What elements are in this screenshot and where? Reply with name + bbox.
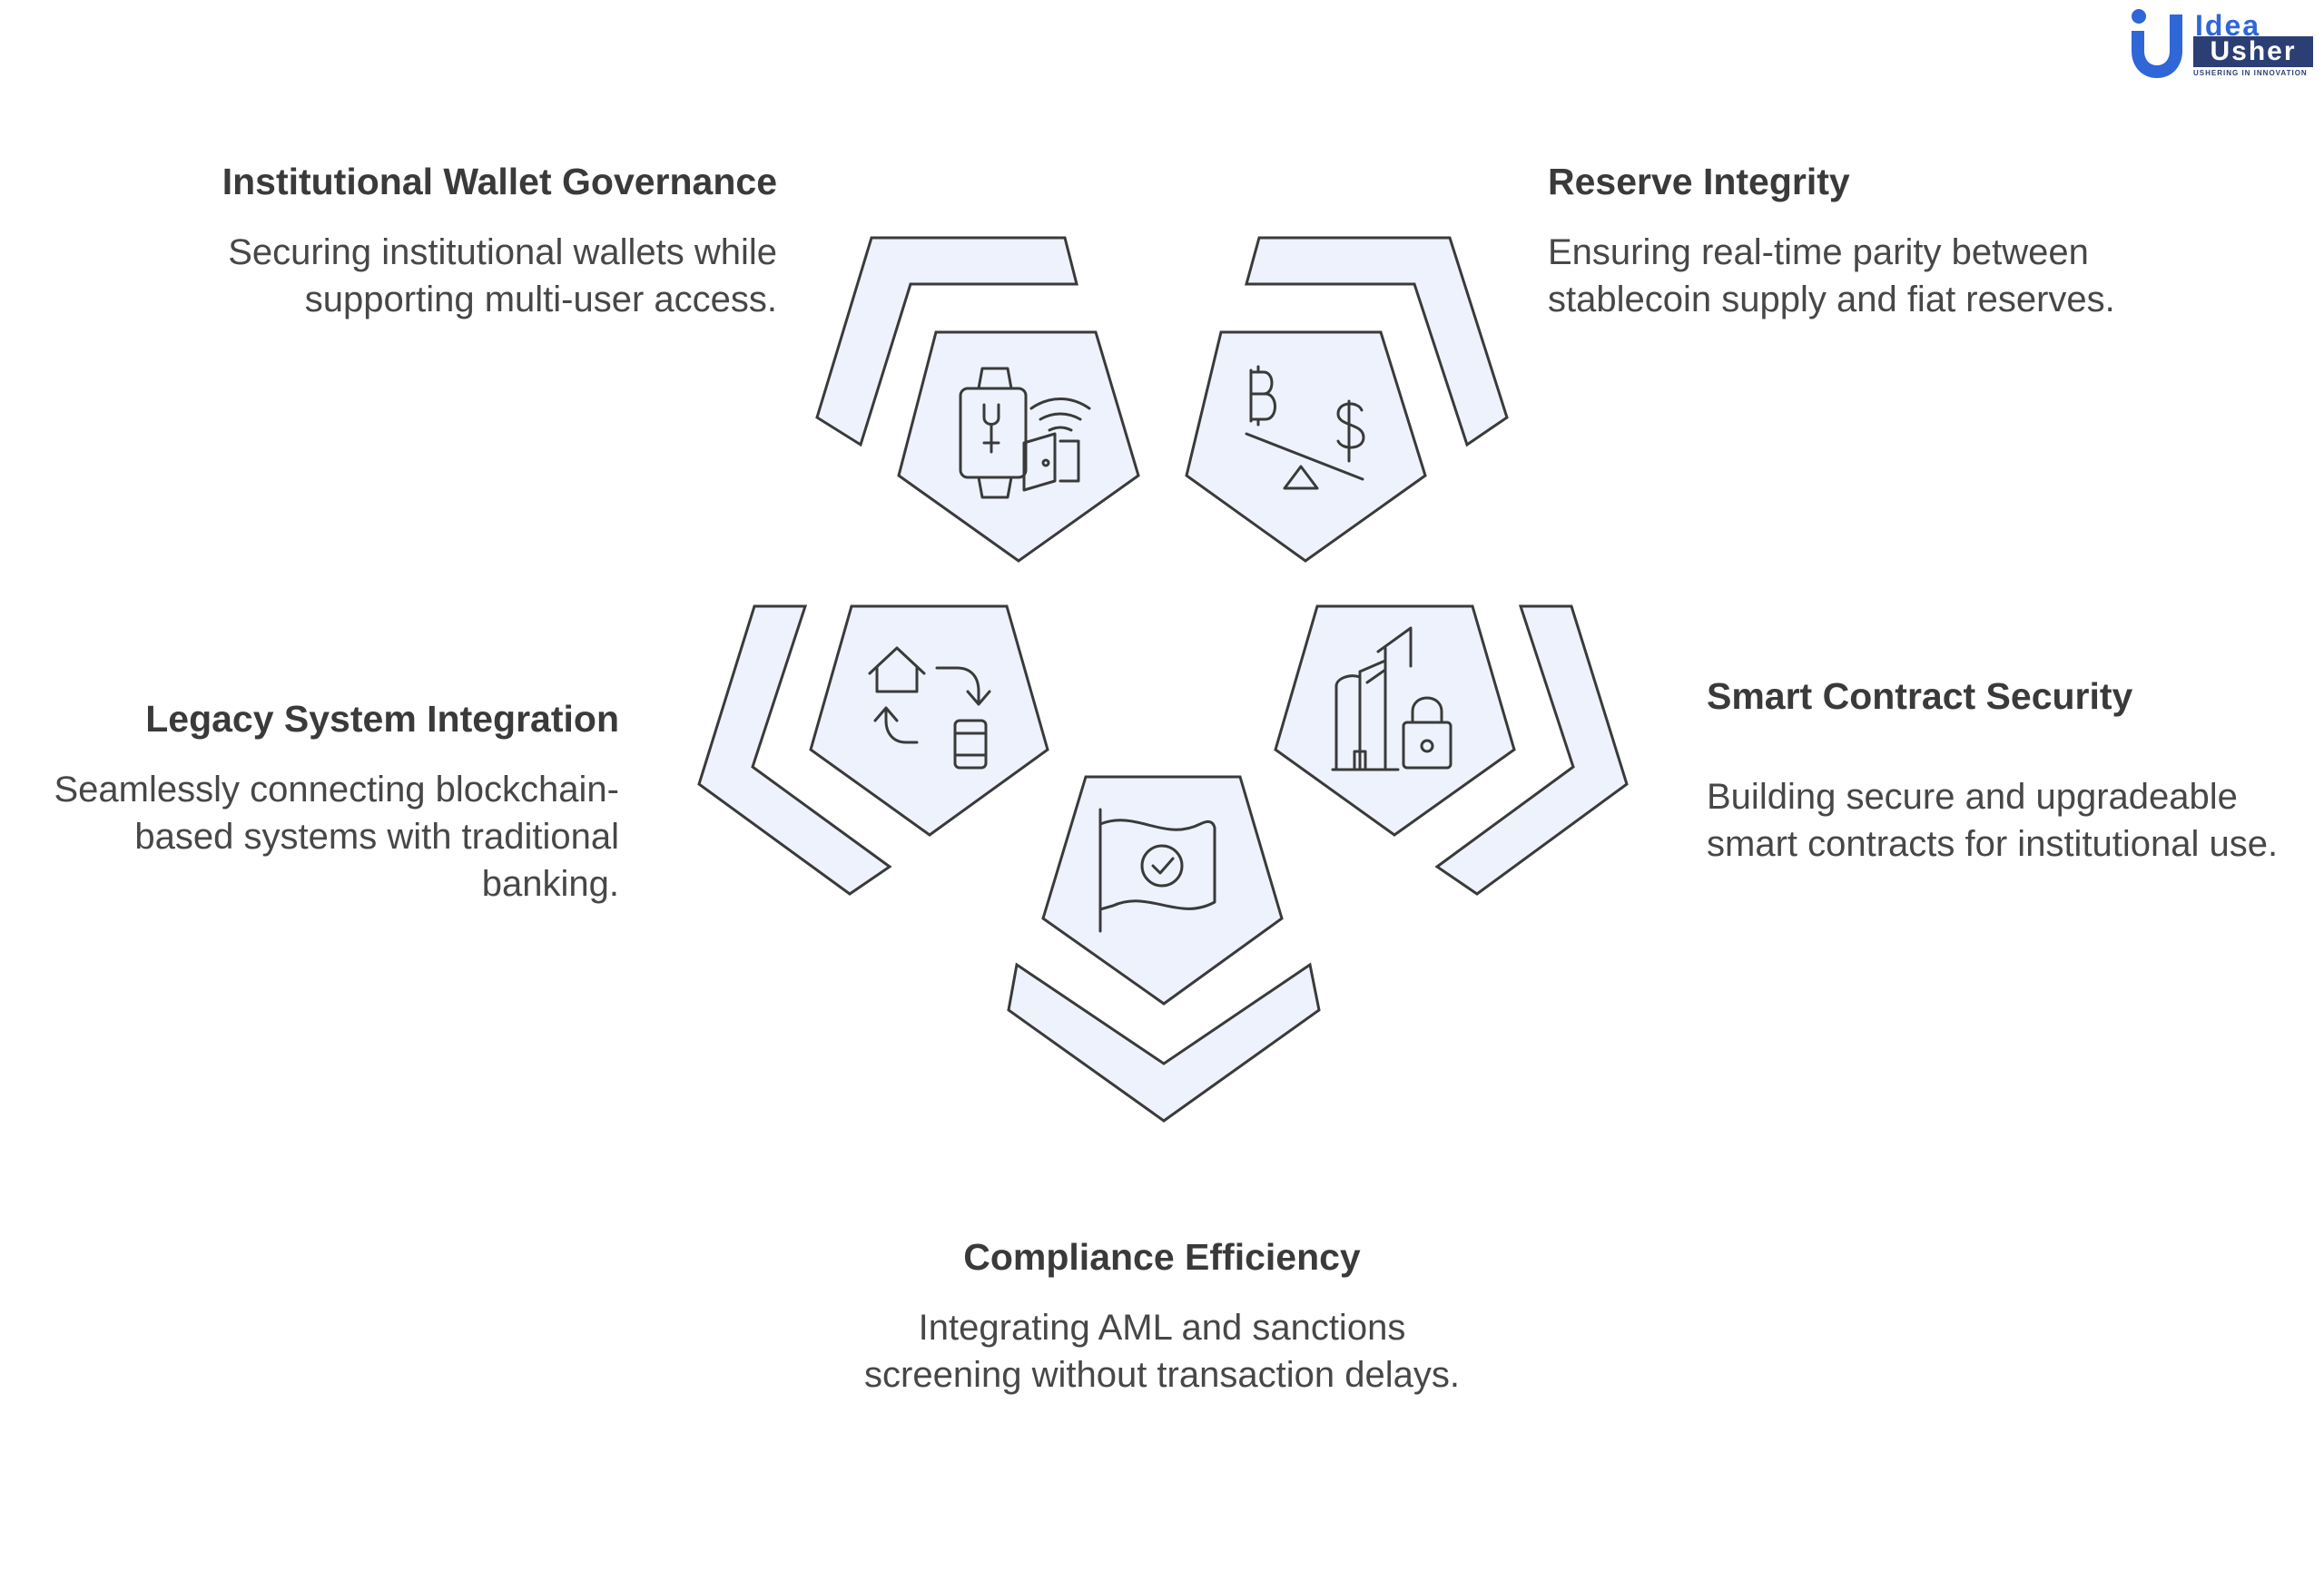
smartwatch-wallet-icon: [959, 367, 1091, 499]
reserve-integrity-title: Reserve Integrity: [1548, 161, 1850, 202]
compliance-efficiency-description: Integrating AML and sanctions screening …: [864, 1308, 1460, 1395]
compliance-bracket: [1007, 962, 1321, 1123]
smart-contract-block: Smart Contract Security Building secure …: [1707, 673, 2288, 868]
balance-scale-icon: [1245, 365, 1365, 490]
compliance-efficiency-block: Compliance Efficiency Integrating AML an…: [844, 1234, 1480, 1399]
buildings-lock-icon: [1331, 626, 1452, 771]
wallet-governance-block: Institutional Wallet Governance Securing…: [136, 159, 777, 323]
reserve-integrity-description: Ensuring real-time parity between stable…: [1548, 232, 2115, 319]
compliance-pentagon: [1041, 775, 1284, 1006]
wallet-governance-description: Securing institutional wallets while sup…: [228, 232, 777, 319]
smart-bracket: [1434, 604, 1629, 896]
wallet-governance-title: Institutional Wallet Governance: [222, 161, 777, 202]
wallet-bracket: [815, 236, 1078, 447]
wallet-pentagon: [897, 330, 1140, 563]
legacy-integration-title: Legacy System Integration: [145, 698, 619, 740]
smart-contract-title: Smart Contract Security: [1707, 675, 2133, 717]
sync-home-device-icon: [868, 646, 991, 770]
smart-contract-description: Building secure and upgradeable smart co…: [1707, 777, 2279, 864]
logo-text-idea: Idea: [2195, 9, 2261, 42]
reserve-bracket: [1245, 236, 1509, 447]
legacy-integration-block: Legacy System Integration Seamlessly con…: [36, 696, 619, 908]
flag-check-icon: [1098, 808, 1216, 933]
legacy-integration-description: Seamlessly connecting blockchain-based s…: [54, 770, 619, 904]
smart-pentagon: [1274, 604, 1516, 837]
legacy-bracket: [697, 604, 892, 896]
logo-text-usher: Usher: [2193, 36, 2313, 67]
legacy-pentagon: [809, 604, 1049, 837]
logo-tagline: USHERING IN INNOVATION: [2193, 69, 2308, 77]
compliance-efficiency-title: Compliance Efficiency: [963, 1236, 1361, 1278]
reserve-pentagon: [1185, 330, 1427, 563]
logo-mark-icon: [2132, 9, 2182, 78]
reserve-integrity-block: Reserve Integrity Ensuring real-time par…: [1548, 159, 2129, 323]
